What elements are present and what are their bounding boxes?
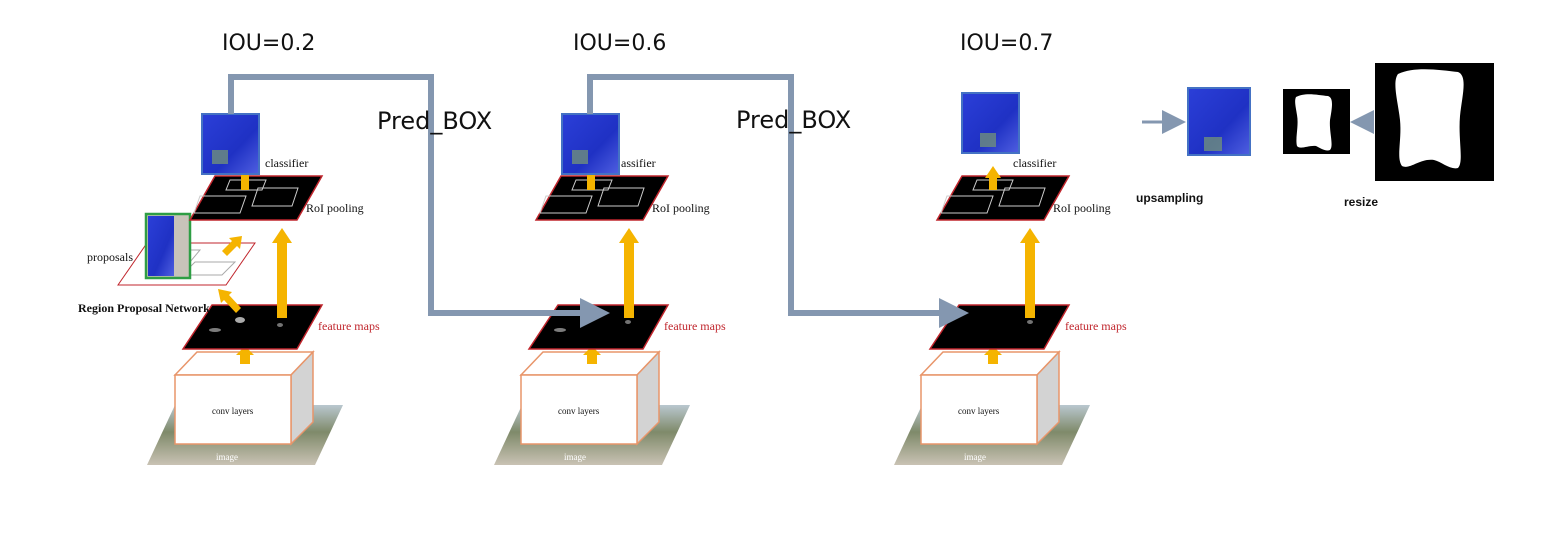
stage-1-classifier-label: classifier bbox=[265, 156, 308, 170]
stage-1-arrow-features-to-rpn bbox=[218, 289, 241, 313]
stage-3-arrow-features-to-roi bbox=[1020, 228, 1040, 318]
small-mask-shape bbox=[1295, 94, 1332, 151]
upsampling-label: upsampling bbox=[1136, 191, 1203, 205]
stage-2-roi-label: RoI pooling bbox=[652, 201, 710, 215]
stage-3-roi-label: RoI pooling bbox=[1053, 201, 1111, 215]
stage-1-proposal-person bbox=[148, 216, 174, 276]
stage-1-classifier-crop bbox=[201, 113, 260, 175]
stage-1-image-label: image bbox=[216, 452, 238, 462]
stage-3-feature-maps-label: feature maps bbox=[1065, 319, 1127, 333]
stage-1-feature-maps-label: feature maps bbox=[318, 319, 380, 333]
stage-1-roi-pooling bbox=[188, 175, 324, 221]
stage-2-feature-maps-label: feature maps bbox=[664, 319, 726, 333]
stage-2-arrow-features-to-roi bbox=[619, 228, 639, 318]
stage-1-iou-label: IOU=0.2 bbox=[222, 31, 315, 56]
large-mask-shape bbox=[1395, 69, 1464, 169]
post-processing: upsampling resize bbox=[1136, 63, 1494, 209]
pred-box-arrow-1 bbox=[228, 74, 610, 328]
stage-1: IOU=0.2 image conv layers feature maps p… bbox=[78, 31, 380, 465]
stage-1-conv-label: conv layers bbox=[212, 406, 254, 416]
stage-3-arrow-roi-to-classifier bbox=[985, 166, 1001, 190]
rpn-proposals-label: proposals bbox=[87, 250, 133, 264]
stage-2-classifier-label: assifier bbox=[621, 156, 656, 170]
stage-2-arrow-roi-to-classifier bbox=[587, 174, 595, 190]
stage-2-conv-box-front bbox=[520, 374, 638, 445]
resize-label: resize bbox=[1344, 195, 1378, 209]
pred-box-arrow-2 bbox=[587, 74, 969, 328]
stage-2-roi-pooling bbox=[534, 175, 670, 221]
stage-1-arrow-roi-to-classifier bbox=[241, 174, 249, 190]
pred-box-label-1: Pred_BOX bbox=[377, 107, 492, 135]
stage-3-classifier-label: classifier bbox=[1013, 156, 1056, 170]
stage-1-arrow-features-to-roi bbox=[272, 228, 292, 318]
stage-1-arrow-rpn-to-pooling bbox=[222, 236, 242, 256]
stage-3-arrow-conv-to-features bbox=[984, 346, 1002, 364]
pred-box-connectors: Pred_BOX Pred_BOX bbox=[228, 74, 969, 328]
pred-box-label-2: Pred_BOX bbox=[736, 106, 851, 134]
stage-3-roi-pooling bbox=[935, 175, 1071, 221]
stage-2-image-label: image bbox=[564, 452, 586, 462]
stage-3-conv-label: conv layers bbox=[958, 406, 1000, 416]
stage-2-arrow-conv-to-features bbox=[583, 346, 601, 364]
rpn-label: Region Proposal Network bbox=[78, 301, 210, 315]
stage-1-conv-box-front bbox=[174, 374, 292, 445]
stage-3-classifier-crop bbox=[961, 92, 1020, 154]
stage-1-roi-label: RoI pooling bbox=[306, 201, 364, 215]
stage-2: IOU=0.6 image conv layers feature maps R… bbox=[494, 31, 726, 465]
stage-2-iou-label: IOU=0.6 bbox=[573, 31, 666, 56]
stage-3-iou-label: IOU=0.7 bbox=[960, 31, 1053, 56]
stage-3: IOU=0.7 image conv layers feature maps R… bbox=[894, 31, 1127, 465]
stage-1-arrow-conv-to-features bbox=[236, 346, 254, 364]
stage-3-conv-box-front bbox=[920, 374, 1038, 445]
stage-3-image-label: image bbox=[964, 452, 986, 462]
stage-2-conv-label: conv layers bbox=[558, 406, 600, 416]
stage-2-classifier-crop bbox=[561, 113, 620, 175]
